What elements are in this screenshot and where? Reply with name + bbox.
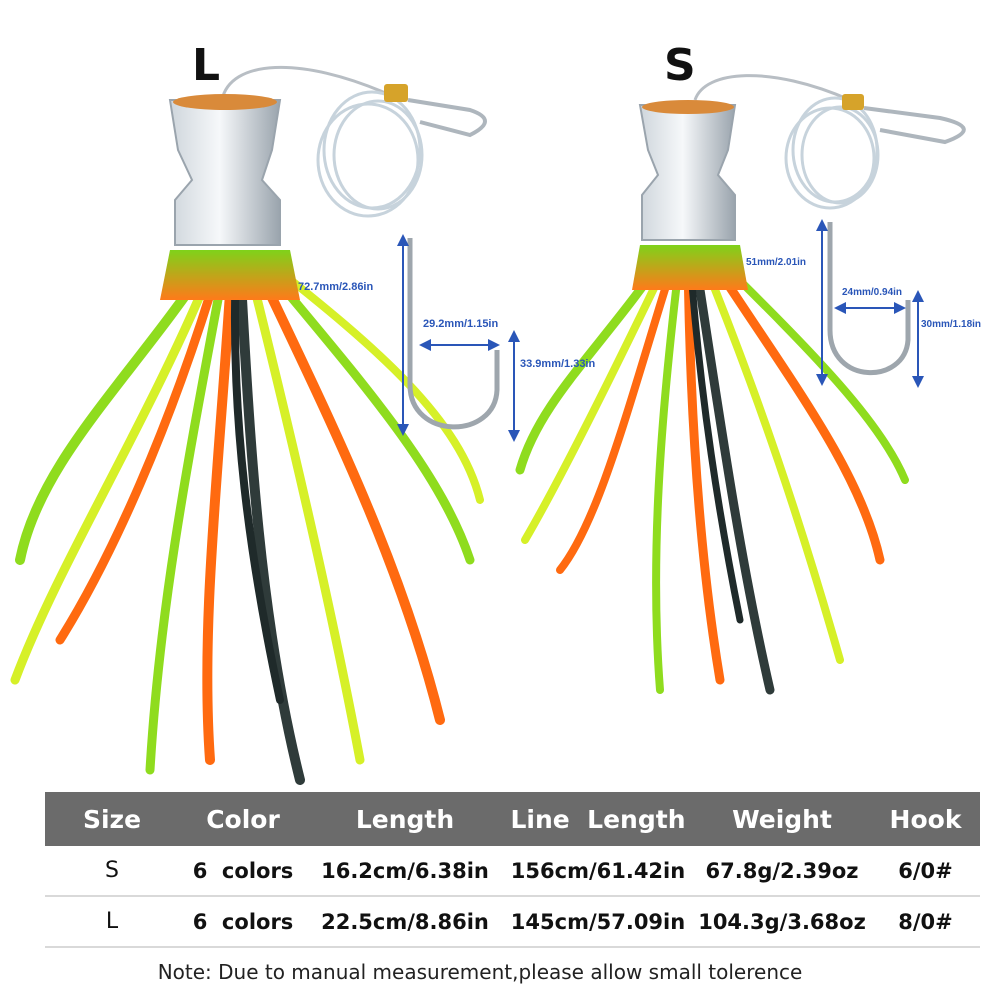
large-loop [407,98,487,138]
row-l-line-length: 145cm/57.09in [503,896,693,948]
large-head-top [173,94,277,110]
small-lure-head [638,104,737,241]
spec-table-header: Size Color Length Line Length Weight Hoo… [45,792,980,846]
small-hook [827,222,911,375]
row-s-line-length: 156cm/61.42in [503,846,693,897]
small-leader-wire [693,74,851,102]
row-s-weight: 67.8g/2.39oz [693,846,871,897]
spec-table: Size Color Length Line Length Weight Hoo… [45,792,980,948]
small-loop [863,106,966,145]
header-weight: Weight [693,792,871,846]
large-skirt [10,255,484,785]
small-gap-label: 24mm/0.94in [842,287,903,298]
small-size-label: S [664,40,696,91]
row-l-hook: 8/0# [871,896,980,948]
large-crimp [384,84,408,102]
row-l-weight: 104.3g/3.68oz [693,896,871,948]
measurement-note: Note: Due to manual measurement,please a… [157,960,803,984]
large-lure-head [168,99,282,246]
header-length: Length [307,792,503,846]
row-l-color: 6 colors [179,896,307,948]
row-s-length: 16.2cm/6.38in [307,846,503,897]
small-height-label: 51mm/2.01in [746,257,807,268]
large-size-label: L [192,40,221,91]
small-line-coil [784,96,880,210]
large-gap-label: 29.2mm/1.15in [423,318,499,330]
small-skirt [515,250,909,695]
large-leader-wire [220,65,391,101]
row-s-size: S [45,846,179,897]
table-row: S 6 colors 16.2cm/6.38in 156cm/61.42in 6… [45,846,980,897]
small-skirt-collar [632,245,748,290]
row-l-length: 22.5cm/8.86in [307,896,503,948]
large-lure [10,65,520,785]
row-s-color: 6 colors [179,846,307,897]
large-height-label: 72.7mm/2.86in [298,281,374,293]
small-crimp [842,94,864,110]
row-l-size: L [45,896,179,948]
small-bend-label: 30mm/1.18in [921,319,982,330]
small-head-top [642,100,734,114]
small-lure [515,74,966,695]
table-row: L 6 colors 22.5cm/8.86in 145cm/57.09in 1… [45,896,980,948]
row-s-hook: 6/0# [871,846,980,897]
large-line-coil [316,90,424,218]
large-hook [407,238,500,430]
large-bend-label: 33.9mm/1.33in [520,358,596,370]
header-color: Color [179,792,307,846]
header-hook: Hook [871,792,980,846]
large-skirt-collar [160,250,300,300]
header-line-length: Line Length [503,792,693,846]
header-size: Size [45,792,179,846]
